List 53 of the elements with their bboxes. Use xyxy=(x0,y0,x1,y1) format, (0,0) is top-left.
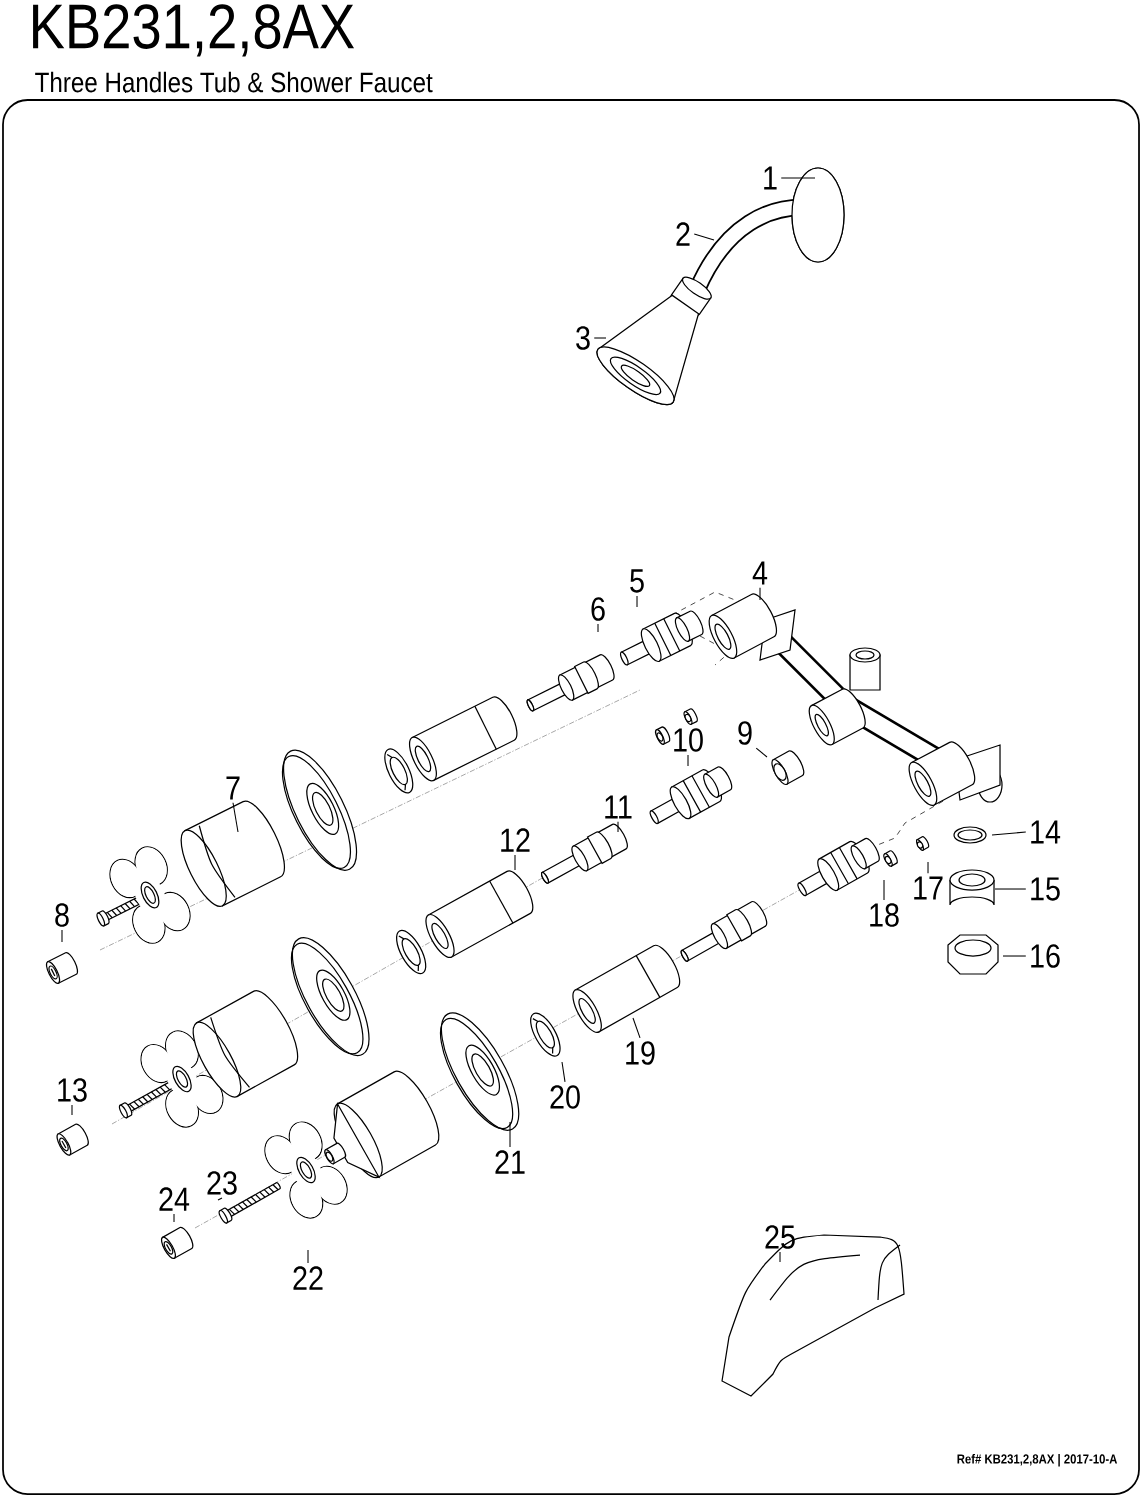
callout-number: 1 xyxy=(764,166,777,190)
leader-line xyxy=(307,1249,309,1264)
callout-number: 21 xyxy=(495,1150,525,1174)
leader-line xyxy=(617,821,619,833)
leader-line xyxy=(1002,955,1027,957)
callout-number: 6 xyxy=(591,597,605,621)
callout-number: 22 xyxy=(293,1266,323,1290)
leader-line xyxy=(636,595,638,608)
leader-line xyxy=(759,587,761,601)
leader-line xyxy=(593,337,607,339)
callout-number: 20 xyxy=(550,1085,580,1109)
callout-number: 25 xyxy=(765,1225,795,1249)
leader-line xyxy=(509,1121,511,1148)
leader-line xyxy=(61,929,63,943)
leader-line xyxy=(514,854,516,871)
leader-line xyxy=(991,831,1027,836)
leader-line xyxy=(927,861,929,874)
leader-line xyxy=(561,1061,566,1083)
callout-number: 8 xyxy=(55,903,69,927)
leader-line xyxy=(217,1197,223,1201)
callout-number: 11 xyxy=(605,795,632,819)
callout-number: 16 xyxy=(1031,944,1060,968)
callout-number: 2 xyxy=(676,222,690,246)
leader-line xyxy=(755,747,768,758)
leader-line xyxy=(632,1017,641,1039)
callout-number: 24 xyxy=(159,1187,190,1211)
callout-number: 10 xyxy=(674,728,703,752)
callout-number: 23 xyxy=(207,1171,237,1195)
leader-line xyxy=(693,233,715,241)
callout-number: 19 xyxy=(626,1041,655,1065)
callout-number: 18 xyxy=(870,903,899,927)
reference-note: Ref# KB231,2,8AX | 2017-10-A xyxy=(957,1453,1118,1467)
callout-number: 13 xyxy=(58,1078,87,1102)
leader-line xyxy=(994,888,1027,890)
leader-line xyxy=(687,754,689,767)
leader-line xyxy=(883,879,885,901)
callout-number: 3 xyxy=(576,326,590,350)
leader-line xyxy=(597,623,599,633)
leader-line xyxy=(173,1213,175,1223)
subtitle: Three Handles Tub & Shower Faucet xyxy=(35,71,433,93)
callout-number: 9 xyxy=(738,721,752,745)
callout-number: 12 xyxy=(501,828,530,852)
callout-number: 7 xyxy=(226,776,240,800)
callout-number: 17 xyxy=(914,876,943,900)
callout-number: 5 xyxy=(630,569,644,593)
leader-line xyxy=(780,177,816,179)
callout-number: 15 xyxy=(1031,877,1060,901)
title: KB231,2,8AX xyxy=(33,4,355,57)
leader-line xyxy=(232,802,239,833)
leader-line xyxy=(779,1251,781,1263)
callout-number: 4 xyxy=(752,561,768,585)
leader-line xyxy=(71,1104,73,1116)
callout-number: 14 xyxy=(1031,820,1061,844)
